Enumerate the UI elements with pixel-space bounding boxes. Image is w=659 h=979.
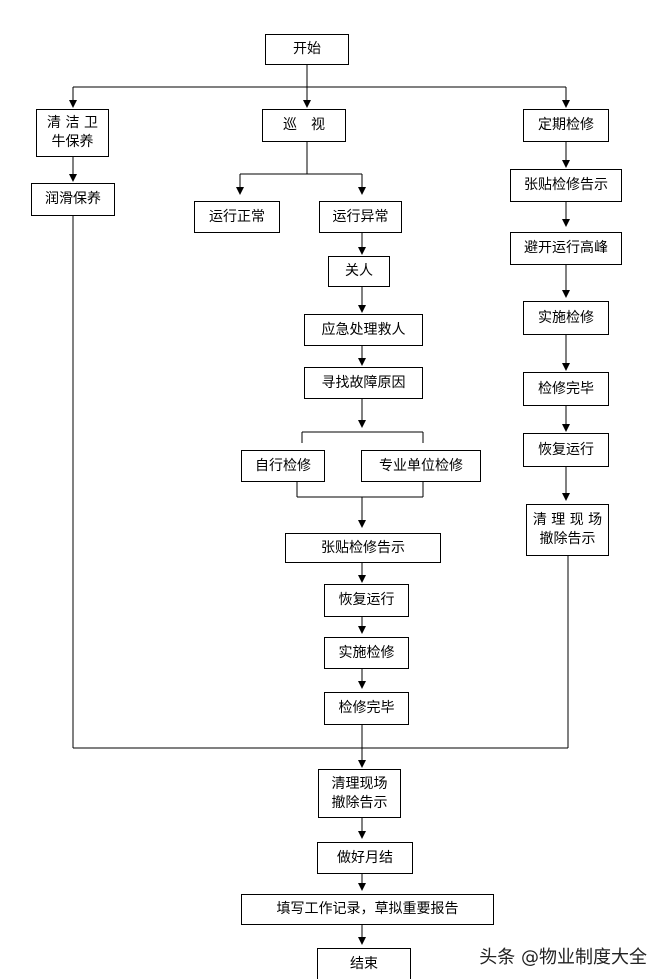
post-notice-right-node: 张贴检修告示 xyxy=(510,169,622,202)
trapped-person-node: 关人 xyxy=(328,256,390,287)
resume-operation-right-node: 恢复运行 xyxy=(523,433,609,467)
post-notice-node: 张贴检修告示 xyxy=(285,533,441,563)
self-repair-node: 自行检修 xyxy=(241,450,325,482)
find-fault-node: 寻找故障原因 xyxy=(304,367,423,399)
patrol-node: 巡 视 xyxy=(262,109,346,142)
watermark: 头条 @物业制度大全 xyxy=(479,947,647,968)
implement-repair-node: 实施检修 xyxy=(324,637,409,669)
professional-repair-node: 专业单位检修 xyxy=(361,450,481,482)
monthly-summary-node: 做好月结 xyxy=(317,842,413,874)
clear-site-node: 清理现场 撤除告示 xyxy=(318,769,401,818)
end-node: 结束 xyxy=(317,948,411,979)
periodic-repair-node: 定期检修 xyxy=(523,109,609,142)
clean-maintenance-node: 清 洁 卫 牛保养 xyxy=(36,109,109,157)
normal-operation-node: 运行正常 xyxy=(194,201,280,233)
resume-operation-node: 恢复运行 xyxy=(324,584,409,617)
clear-site-right-node: 清 理 现 场 撤除告示 xyxy=(526,504,609,556)
repair-done-right-node: 检修完毕 xyxy=(523,372,609,406)
avoid-peak-node: 避开运行高峰 xyxy=(510,232,622,265)
emergency-rescue-node: 应急处理救人 xyxy=(304,314,423,346)
work-record-node: 填写工作记录，草拟重要报告 xyxy=(241,894,494,925)
start-node: 开始 xyxy=(265,34,349,65)
repair-done-node: 检修完毕 xyxy=(324,692,409,725)
implement-repair-right-node: 实施检修 xyxy=(523,301,609,335)
lubrication-node: 润滑保养 xyxy=(31,183,115,216)
abnormal-operation-node: 运行异常 xyxy=(319,201,402,233)
